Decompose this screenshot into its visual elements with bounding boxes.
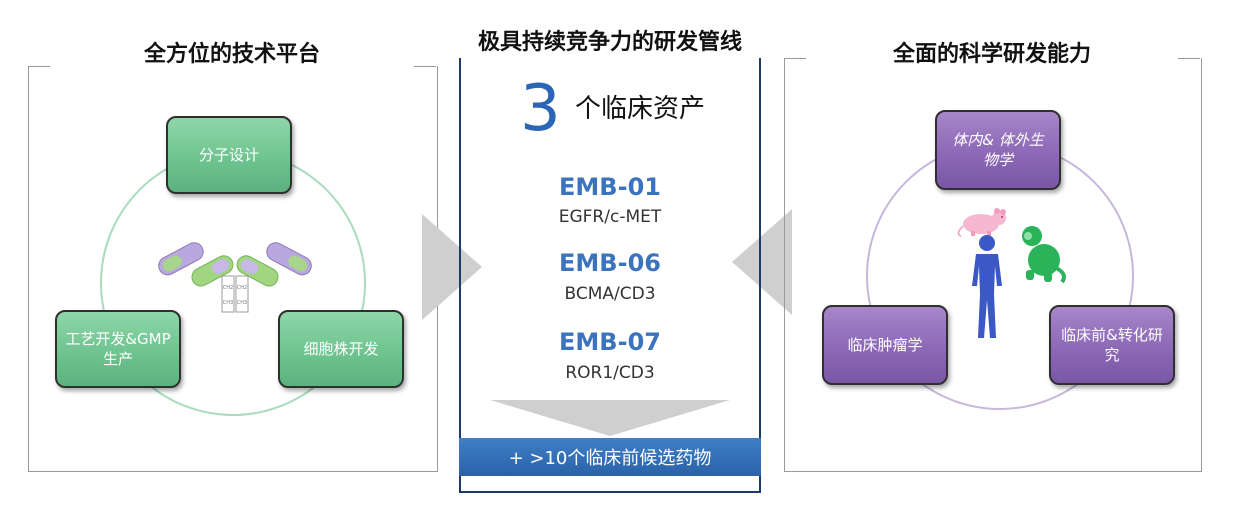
node-preclinical-translational-research: 临床前&转化研究	[1049, 305, 1175, 385]
asset-name-emb-06: EMB-06	[559, 249, 661, 277]
antibody-right-arm-outer-light	[288, 255, 308, 272]
middle-section-title: 极具持续竞争力的研发管线	[477, 30, 742, 55]
antibody-left-arm-inner-tip	[211, 259, 230, 275]
left-section-title: 全方位的技术平台	[143, 42, 320, 67]
right-frame-cap-right	[1178, 58, 1200, 59]
right-frame-cap-left	[784, 58, 806, 59]
asset-target-emb-06: BCMA/CD3	[564, 284, 656, 304]
antibody-domain-label: CH2	[223, 285, 233, 291]
left-arrow-icon	[422, 214, 482, 320]
antibody-domain-label: CH3	[223, 300, 233, 306]
antibody-fc-right	[235, 275, 249, 313]
node-in-vivo-in-vitro-biology: 体内& 体外生物学	[935, 110, 1061, 190]
antibody-domain-label: CH3	[237, 300, 247, 306]
antibody-left-arm-outer-light	[162, 255, 182, 272]
node-process-gmp: 工艺开发&GMP生产	[55, 310, 181, 388]
left-frame-cap-right	[414, 66, 436, 67]
left-frame-cap-left	[28, 66, 50, 67]
right-arrow-icon	[732, 209, 792, 315]
node-clinical-oncology: 临床肿瘤学	[822, 305, 948, 385]
antibody-domain-label: CH2	[237, 285, 247, 291]
right-section-frame	[784, 58, 1202, 472]
monkey-icon	[1022, 226, 1066, 284]
right-section-title: 全面的科学研发能力	[892, 42, 1091, 67]
node-cell-line-development: 细胞株开发	[278, 310, 404, 388]
asset-target-emb-01: EGFR/c-MET	[558, 207, 662, 227]
asset-name-emb-07: EMB-07	[559, 328, 661, 356]
down-arrow-icon	[490, 400, 730, 436]
human-figure-icon	[972, 235, 1002, 338]
antibody-icon: CH2 CH3 CH2 CH3	[158, 242, 312, 313]
pipeline-box	[459, 58, 761, 493]
node-molecule-design: 分子设计	[166, 116, 292, 194]
asset-target-emb-07: ROR1/CD3	[565, 363, 655, 383]
asset-name-emb-01: EMB-01	[559, 173, 661, 201]
antibody-fc-left	[221, 275, 235, 313]
antibody-right-arm-inner-tip	[240, 259, 259, 275]
clinical-asset-count: 3	[520, 72, 561, 146]
preclinical-candidates-banner: + >10个临床前候选药物	[459, 438, 761, 476]
mouse-icon	[957, 208, 1006, 237]
clinical-asset-label: 个临床资产	[575, 94, 706, 124]
